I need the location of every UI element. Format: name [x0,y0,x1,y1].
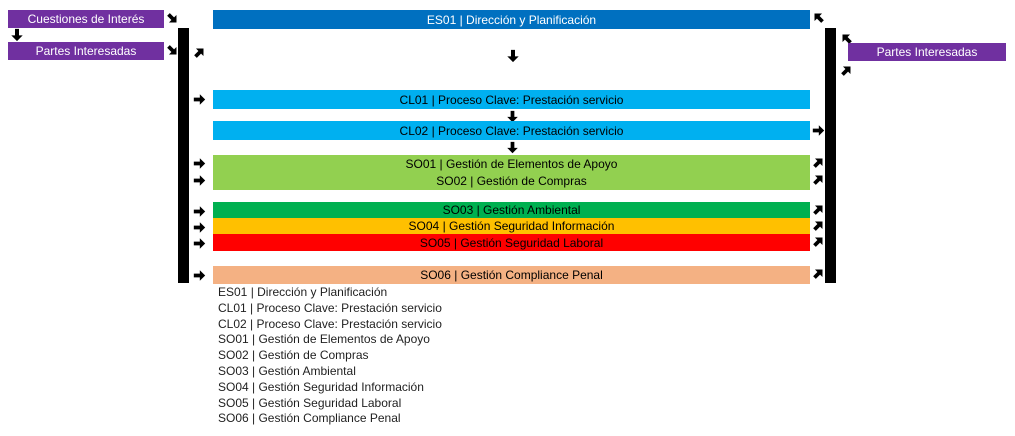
legend-item: SO04 | Gestión Seguridad Información [218,379,424,394]
partes-interesadas-right-label: Partes Interesadas [876,45,978,59]
right-output-bar [825,28,836,283]
process-bar-so01-label: SO01 | Gestión de Elementos de Apoyo [405,156,618,171]
process-block-so01-so02: SO01 | Gestión de Elementos de Apoyo SO0… [213,155,810,190]
legend-item: SO01 | Gestión de Elementos de Apoyo [218,332,430,347]
cuestiones-de-interes-label: Cuestiones de Interés [27,12,145,26]
left-input-bar [178,28,189,283]
arrow-down-icon [10,28,24,42]
legend-item: ES01 | Dirección y Planificación [218,285,388,299]
process-bar-so03: SO03 | Gestión Ambiental [213,202,810,218]
legend-item: SO02 | Gestión de Compras [218,348,369,363]
legend-item: SO06 | Gestión Compliance Penal [218,411,401,426]
process-bar-so05: SO05 | Gestión Seguridad Laboral [213,234,810,251]
legend-item: SO03 | Gestión Ambiental [218,363,356,378]
partes-interesadas-right-box: Partes Interesadas [848,43,1006,61]
process-bar-es01-label: ES01 | Dirección y Planificación [426,12,597,27]
cuestiones-de-interes-box: Cuestiones de Interés [8,10,164,28]
arrow-right-icon [193,157,206,170]
legend-item: CL01 | Proceso Clave: Prestación servici… [218,300,442,315]
process-bar-cl02-label: CL02 | Proceso Clave: Prestación servici… [399,123,624,138]
process-bar-so06: SO06 | Gestión Compliance Penal [213,266,810,284]
process-bar-so02-label: SO02 | Gestión de Compras [436,173,587,188]
process-bar-cl01: CL01 | Proceso Clave: Prestación servici… [213,90,810,109]
legend-item: SO05 | Gestión Seguridad Laboral [218,395,402,410]
arrow-down-icon [506,141,519,154]
process-bar-es01: ES01 | Dirección y Planificación [213,10,810,29]
arrow-right-icon [193,237,206,250]
arrow-right-icon [812,124,825,137]
arrow-down-icon [506,49,520,63]
arrow-up-left-icon [809,8,827,26]
arrow-right-icon [193,93,206,106]
arrow-up-right-icon [190,43,208,61]
arrow-right-icon [193,174,206,187]
process-legend: ES01 | Dirección y Planificación CL01 | … [218,285,442,427]
process-bar-cl01-label: CL01 | Proceso Clave: Prestación servici… [399,92,624,107]
partes-interesadas-left-box: Partes Interesadas [8,42,164,60]
arrow-down-right-icon [163,9,181,27]
arrow-up-right-icon [837,61,855,79]
partes-interesadas-left-label: Partes Interesadas [35,44,137,58]
process-bar-cl02: CL02 | Proceso Clave: Prestación servici… [213,121,810,140]
legend-item: CL02 | Proceso Clave: Prestación servici… [218,316,442,331]
process-bar-so04-label: SO04 | Gestión Seguridad Información [408,219,615,233]
process-bar-so03-label: SO03 | Gestión Ambiental [442,203,581,217]
arrow-right-icon [193,205,206,218]
arrow-right-icon [193,221,206,234]
arrow-right-icon [193,269,206,282]
process-bar-so04: SO04 | Gestión Seguridad Información [213,218,810,234]
process-bar-so06-label: SO06 | Gestión Compliance Penal [420,268,603,282]
process-bar-so05-label: SO05 | Gestión Seguridad Laboral [419,235,604,250]
